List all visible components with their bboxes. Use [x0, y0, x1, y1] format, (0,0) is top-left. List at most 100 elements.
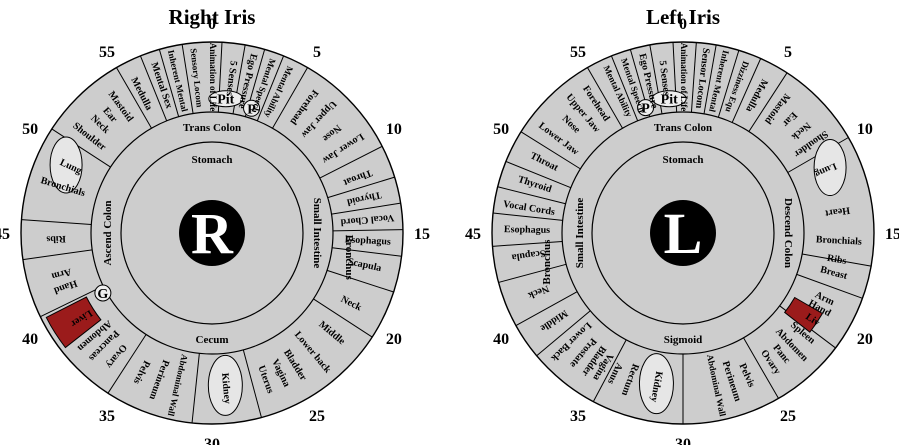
right-clock-mark-50: 50 — [22, 121, 38, 138]
left-zone-divider — [592, 339, 627, 402]
left-zone-divider — [802, 253, 872, 267]
left-clock-mark-5: 5 — [784, 44, 792, 61]
left-mark-outline-p — [637, 99, 655, 117]
left-zone-divider — [505, 160, 571, 189]
left-zone-divider — [515, 291, 578, 327]
right-zone-divider — [332, 247, 402, 257]
right-zone-divider — [331, 202, 401, 215]
right-mark-outline-p — [243, 99, 261, 117]
left-pupil — [650, 200, 716, 266]
left-zone-divider — [610, 55, 639, 121]
right-clock-mark-40: 40 — [22, 331, 38, 348]
left-lung-shape — [813, 139, 847, 197]
right-zone-divider — [319, 145, 383, 179]
left-zone-divider — [717, 50, 740, 118]
right-clock-mark-5: 5 — [313, 44, 321, 61]
left-zone-divider — [796, 273, 863, 299]
left-zone-bronchials-11: Bronchials — [816, 234, 863, 247]
left-mark-outline-pit — [651, 90, 687, 108]
right-zone-divider — [116, 67, 152, 129]
right-zone-divider — [242, 349, 262, 418]
right-lung-shape — [49, 136, 83, 194]
left-zone-divider — [498, 263, 567, 283]
right-zone-divider — [313, 298, 373, 338]
left-zone-divider — [731, 58, 762, 123]
right-ring-label-small-intestine: Small Intestine — [311, 198, 323, 269]
right-pupil — [179, 200, 245, 266]
right-ring-label-ascend-colon: Ascend Colon — [102, 200, 114, 265]
left-iris-title: Left Iris — [646, 5, 720, 29]
left-zone-ribs-12: Ribs — [826, 253, 847, 267]
left-kidney-shape — [638, 353, 674, 415]
left-clock-mark-25: 25 — [780, 408, 796, 425]
right-ring-label-stomach: Stomach — [192, 154, 233, 166]
right-clock-mark-15: 15 — [414, 226, 430, 243]
right-zone-divider — [139, 55, 168, 121]
right-zone-divider — [158, 49, 180, 117]
right-zone-divider — [51, 128, 111, 168]
right-mark-g: G — [97, 287, 108, 302]
left-zone-divider — [536, 310, 591, 357]
right-zone-5-senses-1: 5 Senses — [224, 60, 239, 96]
left-clock-mark-35: 35 — [570, 408, 586, 425]
left-ring-label-bronchus: Bronchus — [541, 239, 553, 285]
left-zone-divider — [587, 67, 623, 129]
right-clock-mark-0: 0 — [208, 16, 216, 33]
left-clock-mark-20: 20 — [857, 331, 873, 348]
left-clock-mark-55: 55 — [570, 44, 586, 61]
left-clock-mark-0: 0 — [679, 16, 687, 33]
right-mark-pit: Pit — [217, 93, 234, 108]
right-clock-mark-25: 25 — [309, 408, 325, 425]
left-pupil-letter: L — [664, 201, 703, 266]
left-zone-divider — [492, 212, 563, 221]
left-zone-5-senses-45: 5 Senses — [657, 60, 672, 96]
right-liver-highlight — [45, 296, 102, 349]
right-zone-divider — [107, 334, 147, 394]
right-mark-outline-pit — [208, 90, 244, 108]
left-zone-esophagus-34: Esophagus — [504, 224, 550, 236]
right-clock-mark-45: 45 — [0, 226, 10, 243]
left-ring-label-trans-colon: Trans Colon — [654, 122, 712, 134]
right-ring-label-cecum: Cecum — [196, 334, 229, 346]
right-zone-kidney-20: Kidney — [219, 372, 233, 404]
left-clock-mark-40: 40 — [493, 331, 509, 348]
right-pupil-letter: R — [191, 201, 234, 266]
right-iris-diagram: Right Iris0510152025303540455055RTrans C… — [0, 5, 430, 445]
left-clock-mark-15: 15 — [885, 226, 899, 243]
right-zone-divider — [22, 249, 93, 261]
left-clock-mark-10: 10 — [857, 121, 873, 138]
right-zone-divider — [332, 229, 403, 232]
left-zone-divider — [703, 44, 717, 114]
left-zone-scapula-33: Scapula — [511, 247, 546, 263]
right-zone-divider — [326, 269, 394, 293]
left-liver-highlight — [783, 296, 824, 333]
left-zone-animation-of-life-0: Animation of Life — [679, 43, 689, 112]
left-ring-label-sigmoid: Sigmoid — [664, 334, 703, 346]
right-zone-ribs-30: Ribs — [46, 233, 66, 245]
right-zone-arm-29: Arm — [50, 266, 73, 282]
right-iris-title: Right Iris — [169, 5, 256, 29]
left-zone-divider — [743, 337, 779, 399]
left-clock-mark-50: 50 — [493, 121, 509, 138]
right-zone-divider — [272, 67, 308, 129]
right-ring-label-bronchus: Bronchus — [343, 235, 355, 281]
left-zone-heart-10: Heart — [824, 204, 851, 218]
left-zone-divider — [690, 42, 697, 113]
left-clock-mark-30: 30 — [675, 436, 691, 445]
right-clock-mark-35: 35 — [99, 408, 115, 425]
right-zone-divider — [256, 55, 285, 121]
right-mark-outline-g — [94, 284, 112, 302]
left-zone-divider — [492, 240, 563, 247]
right-ring-label-trans-colon: Trans Colon — [183, 122, 241, 134]
right-kidney-shape — [207, 354, 243, 416]
right-zone-divider — [40, 285, 104, 318]
left-zone-kidney-24: Kidney — [648, 370, 664, 403]
left-mark-pit: Pit — [661, 93, 678, 108]
right-zone-divider — [21, 219, 92, 226]
left-zone-divider — [748, 72, 788, 132]
right-zone-animation-of-life-0: Animation of Life — [208, 43, 218, 112]
left-ring-label-small-intestine: Small Intestine — [574, 198, 586, 269]
left-clock-mark-45: 45 — [465, 226, 481, 243]
